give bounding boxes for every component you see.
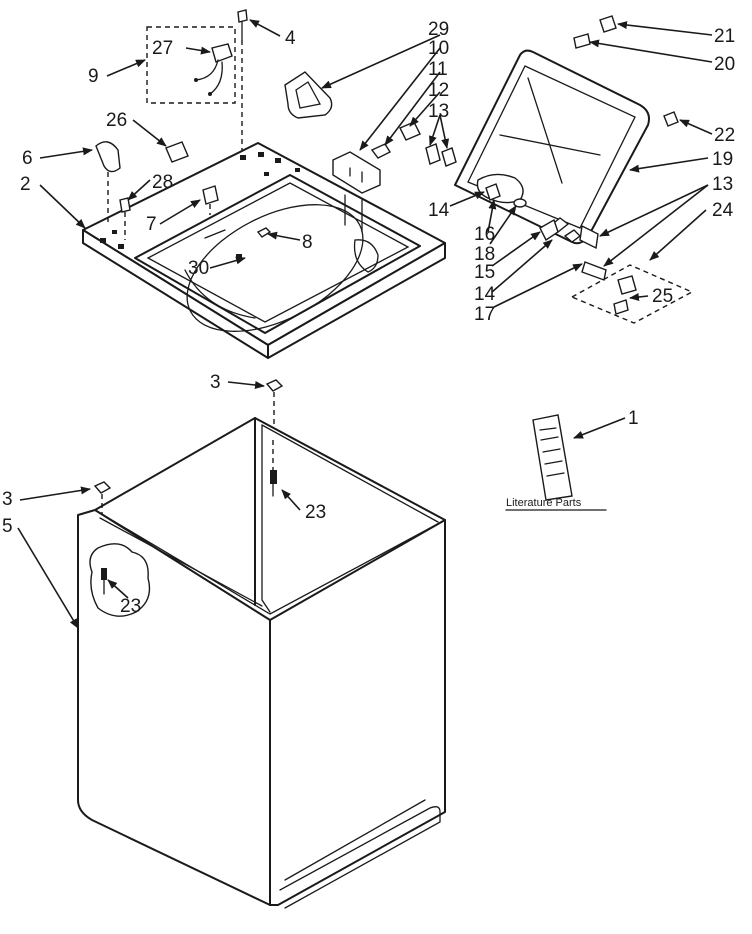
callout-15: 15 (474, 262, 495, 283)
callout-16: 16 (474, 224, 495, 245)
callout-23: 23 (120, 596, 141, 617)
callout-17: 17 (474, 304, 495, 325)
callout-2: 2 (20, 174, 31, 195)
part-4-screw (237, 9, 248, 150)
small-parts (93, 9, 694, 515)
part-20-21-bumpers (573, 15, 617, 49)
leader-arrows (17, 19, 713, 629)
callout-10: 10 (428, 38, 449, 59)
callout-19: 19 (712, 149, 733, 170)
callout-25: 25 (652, 286, 673, 307)
callout-8: 8 (302, 232, 313, 253)
callout-7: 7 (146, 214, 157, 235)
part-26-clip (165, 141, 189, 163)
callout-27: 27 (152, 38, 173, 59)
lid (454, 49, 650, 245)
part-6-clip (95, 141, 121, 225)
part-9-harness-box (146, 26, 236, 104)
part-24-hinge-box (570, 264, 694, 324)
callout-3: 3 (210, 372, 221, 393)
callout-14: 14 (474, 284, 496, 305)
callout-1: 1 (628, 408, 639, 429)
callout-30: 30 (188, 258, 209, 279)
callout-20: 20 (714, 54, 735, 75)
callout-5: 5 (2, 516, 13, 537)
literature-parts-label: Literature Parts (506, 497, 582, 509)
part-22-screw (663, 111, 679, 127)
callout-13: 13 (428, 101, 449, 122)
callout-21: 21 (714, 26, 735, 47)
part-7-clip (202, 185, 219, 215)
callout-12: 12 (428, 80, 449, 101)
callout-23: 23 (305, 502, 326, 523)
part-3-upper-fastener (265, 379, 284, 425)
callout-labels: 1 2 3 3 4 5 6 7 8 9 10 11 12 13 13 14 14… (2, 19, 735, 617)
callout-26: 26 (106, 110, 127, 131)
part-10-switch (332, 151, 381, 233)
callout-22: 22 (714, 125, 735, 146)
cabinet (77, 417, 446, 909)
callout-4: 4 (285, 28, 296, 49)
part-1-literature-booklet (505, 414, 607, 511)
part-23-upper-screw (270, 440, 277, 497)
callout-24: 24 (712, 200, 734, 221)
callout-18: 18 (474, 244, 495, 265)
callout-29: 29 (428, 19, 449, 40)
callout-11: 11 (428, 59, 448, 80)
callout-3: 3 (2, 489, 13, 510)
part-3-lower-fastener (93, 481, 112, 515)
part-28-screw (119, 197, 131, 240)
part-29-funnel (284, 71, 333, 119)
callout-28: 28 (152, 172, 173, 193)
callout-13: 13 (712, 174, 733, 195)
callout-14: 14 (428, 200, 450, 221)
callout-6: 6 (22, 148, 33, 169)
top-panel (82, 142, 446, 359)
callout-9: 9 (88, 66, 99, 87)
